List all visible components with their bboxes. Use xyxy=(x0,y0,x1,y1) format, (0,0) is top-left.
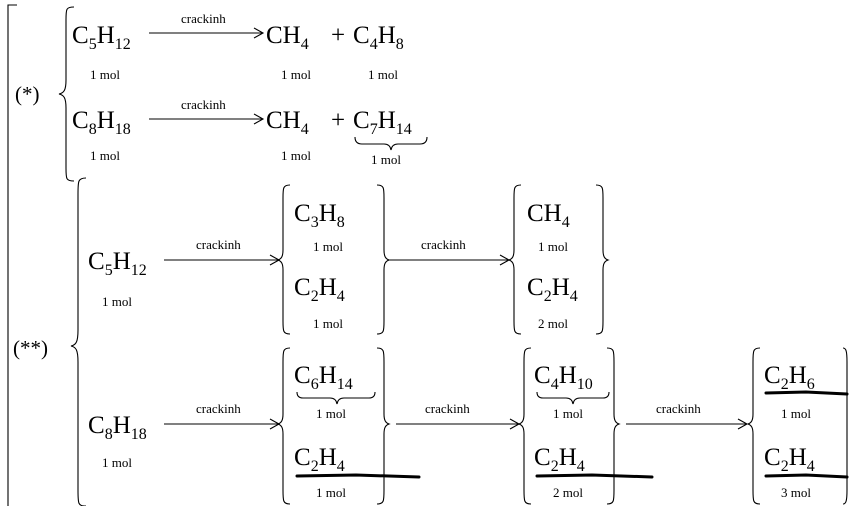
mol-label: 2 mol xyxy=(538,316,568,331)
underline-mark xyxy=(764,390,849,396)
case-label-2: (**) xyxy=(13,336,48,360)
arrow-label: crackinh xyxy=(196,401,241,416)
formula-c2h6: C2H6 xyxy=(764,362,815,393)
arrow-label: crackinh xyxy=(421,237,466,252)
mol-label: 1 mol xyxy=(313,316,343,331)
mol-label: 1 mol xyxy=(781,406,811,421)
underbrace xyxy=(296,391,376,405)
mol-label: 1 mol xyxy=(102,294,132,309)
mol-label: 1 mol xyxy=(90,148,120,163)
formula-c6h14: C6H14 xyxy=(294,362,353,393)
outer-bracket xyxy=(7,4,17,506)
mol-label: 1 mol xyxy=(313,239,343,254)
mol-label: 3 mol xyxy=(781,485,811,500)
group-brace-right xyxy=(376,347,391,505)
formula-c4h10: C4H10 xyxy=(534,362,593,393)
arrow-head xyxy=(253,113,265,125)
case2-brace xyxy=(70,177,87,507)
group-brace-right xyxy=(606,347,621,505)
formula-c5h12: C5H12 xyxy=(72,22,131,53)
arrow-label: crackinh xyxy=(656,401,701,416)
formula-c2h4: C2H4 xyxy=(527,274,578,305)
group-brace-left xyxy=(507,184,522,335)
underbrace xyxy=(354,136,428,151)
formula-c7h14: C7H14 xyxy=(353,107,412,138)
mol-label: 1 mol xyxy=(102,455,132,470)
formula-c4h8: C4H8 xyxy=(353,22,404,53)
case1-reaction-2: C8H18 1 mol crackinh CH4 1 mol + C7H14 1… xyxy=(72,97,428,167)
case1-reaction-1: C5H12 1 mol crackinh CH4 1 mol + C4H8 1 … xyxy=(72,11,404,82)
arrow-label: crackinh xyxy=(181,11,226,26)
arrow-label: crackinh xyxy=(425,401,470,416)
mol-label: 1 mol xyxy=(316,406,346,421)
group-brace-right xyxy=(595,184,610,335)
group-brace-left xyxy=(276,347,291,505)
case1-brace xyxy=(58,6,75,182)
formula-c8h18: C8H18 xyxy=(88,412,147,443)
mol-label: 1 mol xyxy=(90,67,120,82)
formula-c5h12: C5H12 xyxy=(88,248,147,279)
formula-c2h4: C2H4 xyxy=(764,444,815,475)
arrow-label: crackinh xyxy=(196,237,241,252)
formula-ch4: CH4 xyxy=(266,22,309,53)
mol-label: 2 mol xyxy=(553,485,583,500)
formula-ch4: CH4 xyxy=(266,107,309,138)
mol-label: 1 mol xyxy=(316,485,346,500)
plus-sign: + xyxy=(331,22,345,49)
mol-label: 1 mol xyxy=(538,239,568,254)
mol-label: 1 mol xyxy=(281,67,311,82)
plus-sign: + xyxy=(331,107,345,134)
case-label-1: (*) xyxy=(15,82,40,106)
formula-c8h18: C8H18 xyxy=(72,107,131,138)
arrow-head xyxy=(253,27,265,39)
formula-ch4: CH4 xyxy=(527,200,570,231)
formula-c2h4: C2H4 xyxy=(294,274,345,305)
mol-label: 1 mol xyxy=(281,148,311,163)
arrow-label: crackinh xyxy=(181,97,226,112)
formula-c2h4: C2H4 xyxy=(534,444,585,475)
case2-reaction-1: C5H12 1 mol crackinh C3H8 1 mol C2H4 1 m… xyxy=(88,184,610,335)
mol-label: 1 mol xyxy=(368,67,398,82)
underbrace xyxy=(536,391,610,405)
group-brace-right xyxy=(376,184,391,335)
case2-reaction-2: C8H18 1 mol crackinh C6H14 1 mol C2H4 1 … xyxy=(88,347,849,505)
formula-c3h8: C3H8 xyxy=(294,200,345,231)
underline-mark xyxy=(295,473,421,479)
underline-mark xyxy=(764,473,849,479)
mol-label: 1 mol xyxy=(553,406,583,421)
group-brace-right xyxy=(842,347,848,505)
group-brace-left xyxy=(517,347,532,505)
group-brace-left xyxy=(746,347,761,505)
underline-mark xyxy=(535,473,654,479)
formula-c2h4: C2H4 xyxy=(294,444,345,475)
mol-label: 1 mol xyxy=(371,152,401,167)
group-brace-left xyxy=(276,184,291,335)
